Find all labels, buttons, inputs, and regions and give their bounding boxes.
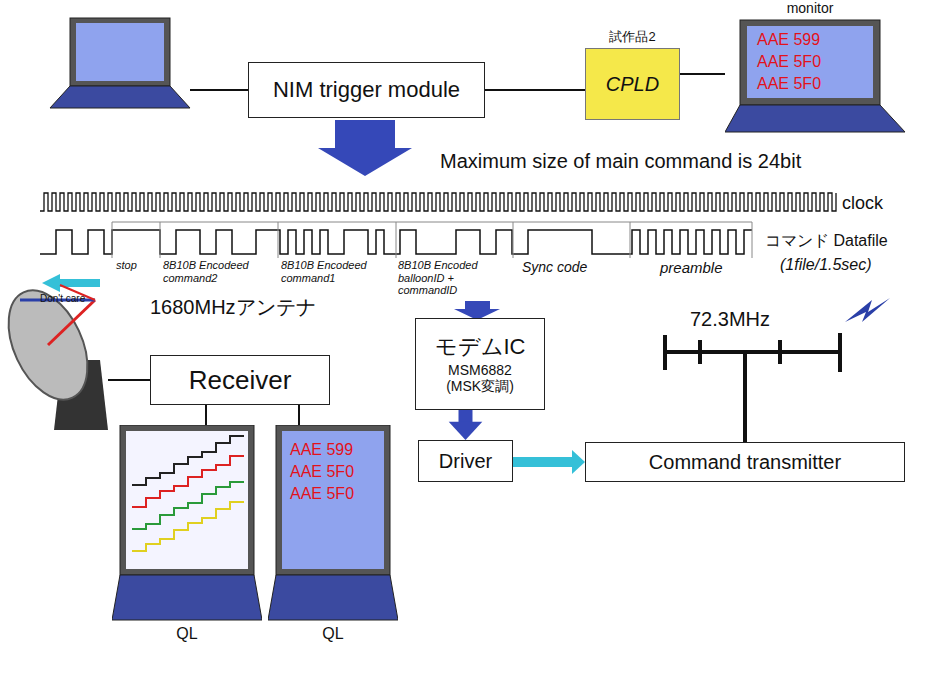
- screen-text: AAE 599AAE 5F0AAE 5F0: [757, 29, 821, 95]
- laptop-node: monitorAAE 599AAE 5F0AAE 5F0: [725, 0, 910, 135]
- heading: monitor: [740, 0, 880, 16]
- connector-line: [459, 410, 473, 423]
- chart-line: [132, 502, 244, 551]
- box-label: NIM trigger module: [273, 77, 460, 103]
- screen-line: AAE 5F0: [290, 461, 354, 483]
- box-label: モデムIC: [435, 332, 526, 362]
- screen-line: AAE 599: [290, 439, 354, 461]
- box-label: Command transmitter: [649, 451, 841, 474]
- screen-text: AAE 599AAE 5F0AAE 5F0: [290, 439, 354, 505]
- screen-line: AAE 5F0: [757, 51, 821, 73]
- keyboard: [725, 105, 905, 132]
- screen: [126, 431, 248, 569]
- bezel: [740, 20, 880, 105]
- connector: [680, 74, 725, 75]
- annotation: Sync code: [522, 259, 587, 275]
- process-box: Driver: [418, 440, 513, 482]
- connector-line: [298, 405, 300, 425]
- segment-divider: [630, 222, 631, 258]
- box-label: MSM6882: [448, 362, 512, 378]
- annotation: 8B10B Encodeed command1: [281, 259, 389, 284]
- screen: [282, 431, 384, 569]
- annotation: stop: [116, 259, 137, 272]
- connector-line: [513, 457, 573, 467]
- arrowhead: [449, 422, 483, 440]
- segment-divider: [278, 222, 279, 258]
- process-box: Command transmitter: [585, 442, 905, 482]
- laptop-node: QL: [112, 425, 262, 650]
- screen: [747, 26, 873, 98]
- box-label: Receiver: [189, 365, 292, 396]
- connector: [206, 405, 207, 425]
- annotation: 8B10B Encodeed command2: [163, 259, 271, 284]
- radio-wave: [845, 298, 890, 322]
- chip-body: CPLD: [585, 48, 680, 120]
- chip-label: CPLD: [606, 73, 659, 96]
- process-box: モデムICMSM6882(MSK変調): [415, 318, 545, 410]
- annotation: preamble: [660, 259, 723, 276]
- wire: [108, 379, 150, 381]
- wire: [190, 89, 248, 91]
- bezel: [120, 425, 254, 575]
- annotation: 8B10B Encoded balloonID + commandID: [398, 259, 510, 297]
- annotation: Don't care: [40, 293, 85, 305]
- connector-line: [485, 89, 585, 91]
- connector: [449, 410, 483, 440]
- segment-divider: [160, 222, 161, 258]
- segment-divider: [513, 222, 514, 258]
- laptop-icon: [268, 425, 398, 650]
- process-box: Receiver: [150, 355, 330, 405]
- annotation: 72.3MHz: [690, 308, 770, 331]
- flow-arrow: [318, 120, 412, 176]
- bezel: [276, 425, 390, 575]
- segment-divider: [752, 222, 753, 258]
- laptop-caption: QL: [268, 625, 398, 643]
- box-label: (MSK変調): [446, 378, 514, 396]
- laptop-node: AAE 599AAE 5F0AAE 5F0QL: [268, 425, 398, 650]
- connector-line: [680, 73, 725, 75]
- keyboard: [268, 575, 398, 620]
- chart-line: [132, 482, 244, 529]
- annotation: (1file/1.5sec): [780, 256, 872, 274]
- annotation: Maximum size of main command is 24bit: [440, 150, 801, 173]
- laptop-caption: QL: [112, 625, 262, 643]
- cpld-chip: 試作品2CPLD: [585, 28, 680, 120]
- segment-divider: [112, 222, 113, 258]
- connector-line: [205, 405, 207, 425]
- connector: [299, 405, 300, 425]
- screen-line: AAE 5F0: [757, 73, 821, 95]
- screen-line: AAE 599: [757, 29, 821, 51]
- laptop-icon: [112, 425, 262, 650]
- keyboard: [112, 575, 262, 620]
- frame-line: [112, 222, 752, 223]
- segment-divider: [396, 222, 397, 258]
- chart-line: [132, 456, 244, 507]
- annotation: 1680MHzアンテナ: [150, 296, 316, 319]
- waveform: [40, 193, 836, 258]
- annotation: clock: [842, 193, 883, 214]
- laptop-icon: [50, 18, 190, 108]
- clock-signal: [40, 193, 836, 211]
- arrowhead: [572, 450, 585, 474]
- box-label: Driver: [439, 450, 492, 473]
- annotation: コマンド Datafile: [765, 232, 888, 250]
- connector: [485, 90, 585, 91]
- dish-antenna: [0, 278, 108, 430]
- yagi-antenna: [665, 333, 840, 442]
- connector: [513, 450, 585, 474]
- process-box: NIM trigger module: [248, 62, 485, 118]
- screen-line: AAE 5F0: [290, 483, 354, 505]
- heading: 試作品2: [585, 28, 680, 46]
